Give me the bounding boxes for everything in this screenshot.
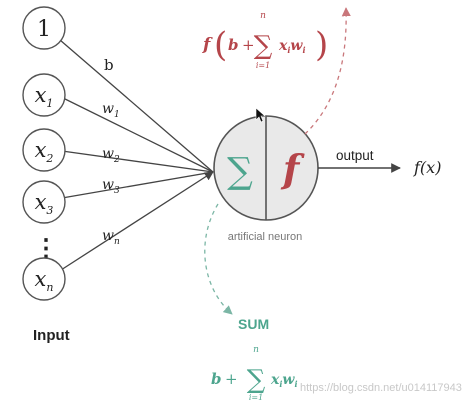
output-label: output — [336, 148, 374, 163]
connection-x1 — [60, 96, 214, 173]
svg-text:n: n — [260, 11, 266, 21]
input-node-x2: x2 — [22, 128, 66, 172]
input-node-x3: x3 — [22, 180, 66, 224]
watermark: https://blog.csdn.net/u014117943 — [300, 382, 462, 394]
mouse-cursor-icon — [255, 107, 266, 123]
sum-symbol: ∑ — [227, 151, 253, 192]
svg-text:n: n — [253, 345, 259, 355]
input-label: Input — [33, 327, 70, 344]
svg-text:∑: ∑ — [254, 31, 273, 61]
svg-text:b: b — [228, 36, 239, 54]
svg-text:f: f — [202, 35, 213, 55]
input-node-x3-label: x3 — [35, 190, 54, 217]
neuron-caption: artificial neuron — [228, 231, 303, 243]
sum-label: SUM — [238, 316, 269, 332]
input-nodes: 1 x1 x2 x3 ⋮ xn — [22, 6, 66, 301]
connection-bias — [59, 39, 214, 173]
connection-xn — [60, 171, 214, 271]
activation-formula: f ( b + n ∑ i=1 xiwi ) — [202, 11, 328, 70]
svg-text:i=1: i=1 — [249, 393, 263, 401]
input-node-x1-label: x1 — [35, 83, 54, 110]
svg-text:∑: ∑ — [247, 365, 266, 395]
weight-bias: b — [104, 56, 114, 74]
bias-node: 1 — [22, 6, 66, 50]
artificial-neuron: ∑ f — [213, 115, 319, 221]
input-ellipsis: ⋮ — [34, 233, 58, 262]
input-node-xn: xn — [22, 257, 66, 301]
svg-text:i=1: i=1 — [256, 61, 270, 70]
input-node-x2-label: x2 — [35, 138, 54, 165]
input-node-xn-label: xn — [35, 267, 54, 294]
sum-formula: b + n ∑ i=1 xiwi — [211, 345, 298, 401]
connection-x3 — [61, 171, 214, 199]
svg-text:+: + — [242, 36, 255, 54]
weight-labels: b w1 w2 w3 wn — [102, 56, 120, 247]
weight-w1: w1 — [102, 101, 120, 120]
svg-text:(: ( — [214, 25, 227, 65]
weight-w3: w3 — [102, 177, 120, 196]
weight-wn: wn — [102, 228, 120, 247]
activation-dashed-arrow — [304, 7, 351, 135]
output-result: f(x) — [413, 158, 441, 177]
input-connections — [59, 39, 214, 271]
connection-x2 — [61, 150, 214, 173]
sum-dashed-arrow — [204, 203, 233, 315]
svg-text:): ) — [315, 25, 328, 65]
svg-text:xiwi: xiwi — [270, 372, 298, 389]
bias-node-label: 1 — [37, 17, 51, 42]
input-node-x1: x1 — [22, 73, 66, 117]
svg-text:xiwi: xiwi — [278, 38, 306, 55]
svg-text:b: b — [211, 370, 222, 388]
weight-w2: w2 — [102, 146, 120, 165]
svg-text:+: + — [225, 370, 238, 388]
